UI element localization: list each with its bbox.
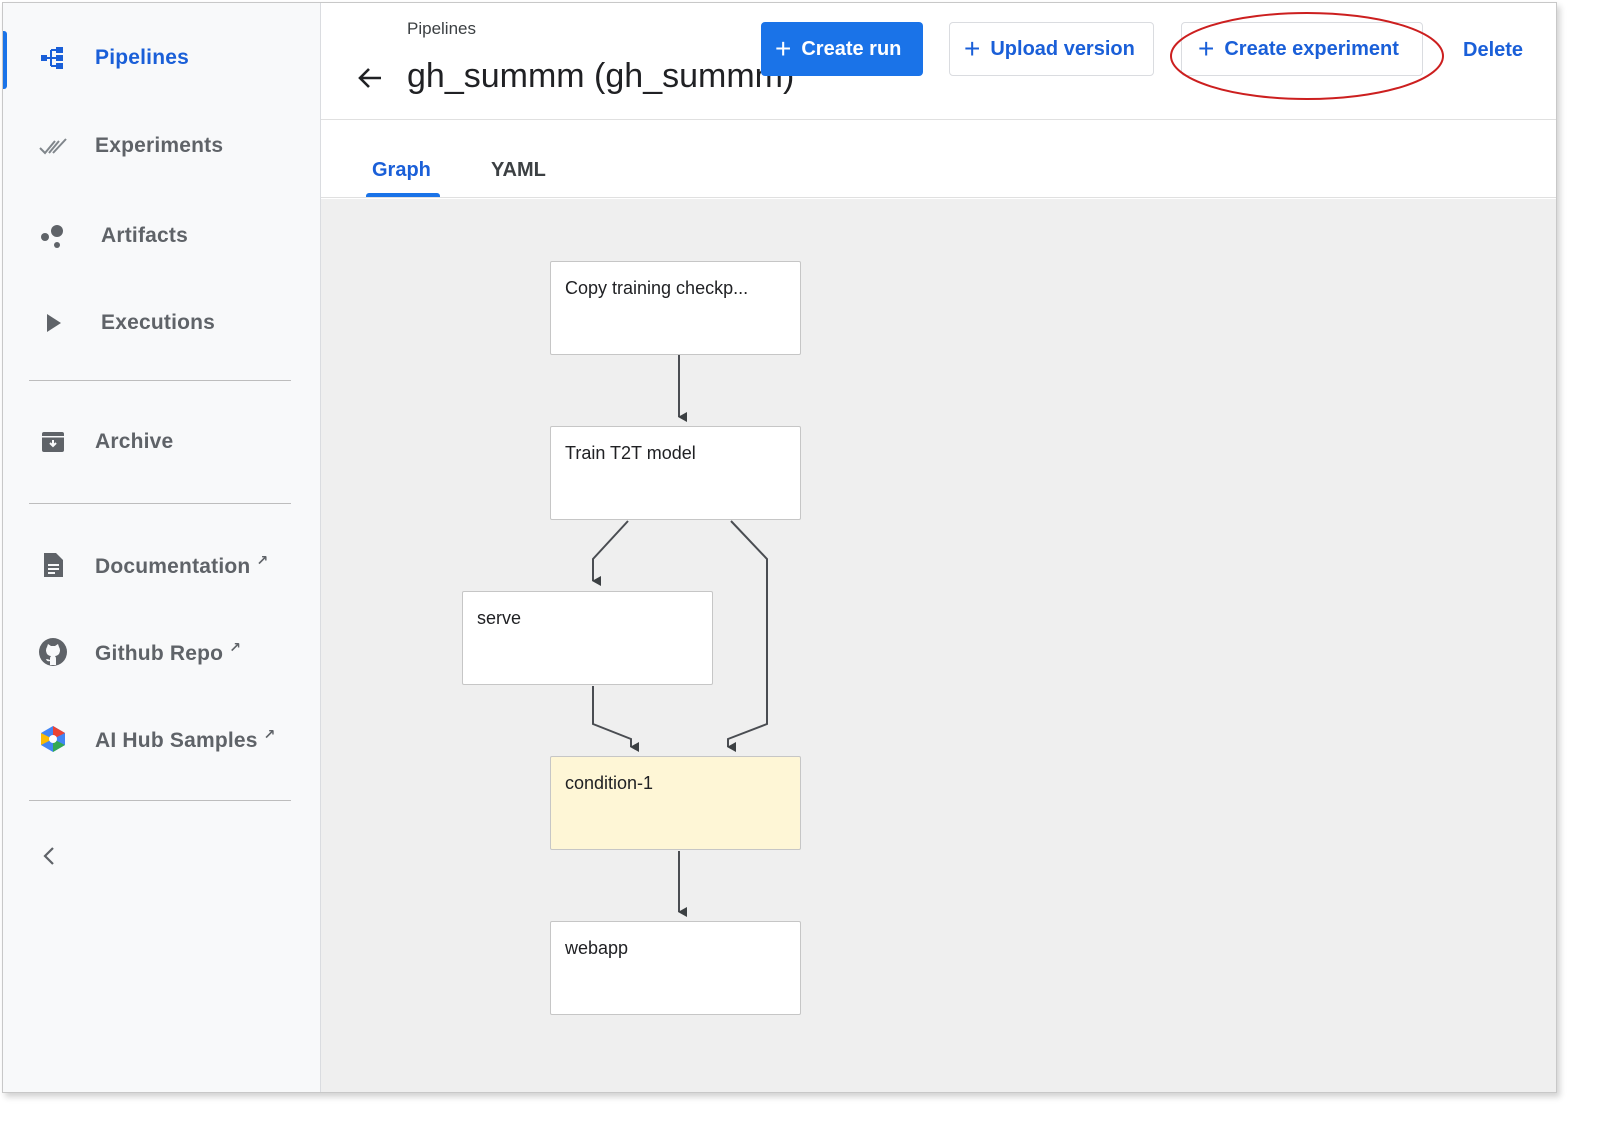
collapse-sidebar-button[interactable]: [29, 831, 89, 881]
plus-icon: +: [964, 33, 981, 64]
pipelines-icon: [37, 42, 69, 74]
sidebar-item-pipelines[interactable]: Pipelines: [3, 33, 319, 83]
sidebar-item-label: Archive: [95, 430, 174, 453]
active-tab-indicator: [366, 193, 440, 197]
sidebar-item-experiments[interactable]: Experiments: [3, 121, 319, 171]
tab-yaml[interactable]: YAML: [491, 159, 546, 181]
graph-node-condition[interactable]: condition-1: [550, 756, 801, 850]
executions-icon: [37, 307, 69, 339]
document-icon: [37, 549, 69, 581]
plus-icon: +: [775, 33, 792, 64]
external-link-icon: ↗: [263, 725, 276, 742]
graph-edges: [592, 355, 768, 917]
graph-node[interactable]: webapp: [550, 921, 801, 1015]
external-link-icon: ↗: [256, 551, 269, 568]
sidebar-divider: [29, 800, 291, 801]
sidebar-item-ai-hub-samples[interactable]: AI Hub Samples↗: [3, 714, 319, 764]
graph-node[interactable]: Copy training checkp...: [550, 261, 801, 355]
sidebar-divider: [29, 380, 291, 381]
sidebar-item-archive[interactable]: Archive: [3, 417, 319, 467]
create-experiment-label: Create experiment: [1224, 37, 1399, 60]
breadcrumb[interactable]: Pipelines: [407, 19, 476, 38]
create-run-label: Create run: [801, 37, 902, 60]
edge-train-condition: [727, 520, 768, 752]
chevron-left-icon: [33, 840, 65, 872]
sidebar-item-label: Artifacts: [101, 224, 188, 247]
upload-version-button[interactable]: + Upload version: [949, 22, 1154, 76]
app-window: Pipelines Experiments Artifacts: [2, 2, 1557, 1093]
sidebar-item-documentation[interactable]: Documentation↗: [3, 540, 319, 590]
tab-graph[interactable]: Graph: [372, 159, 431, 181]
edge-serve-condition: [592, 686, 639, 752]
sidebar-item-github-repo[interactable]: Github Repo↗: [3, 627, 319, 677]
edge-train-serve: [592, 520, 629, 586]
sidebar-item-label: Executions: [101, 311, 216, 334]
active-indicator: [3, 31, 7, 89]
sidebar-item-label: AI Hub Samples↗: [95, 725, 276, 752]
tab-bar: Graph YAML: [321, 121, 1556, 198]
create-experiment-button[interactable]: + Create experiment: [1181, 22, 1423, 76]
upload-version-label: Upload version: [990, 37, 1135, 60]
external-link-icon: ↗: [229, 638, 242, 655]
ai-hub-icon: [37, 723, 69, 755]
sidebar-item-label: Documentation↗: [95, 551, 269, 578]
create-run-button[interactable]: + Create run: [761, 22, 923, 76]
page-header: Pipelines gh_summm (gh_summm) + Create r…: [321, 3, 1556, 120]
plus-icon: +: [1198, 33, 1215, 64]
sidebar-item-label: Experiments: [95, 134, 224, 157]
page-title: gh_summm (gh_summm): [407, 57, 795, 95]
sidebar-item-artifacts[interactable]: Artifacts: [3, 211, 319, 261]
archive-icon: [37, 426, 69, 458]
graph-node[interactable]: serve: [462, 591, 713, 685]
sidebar-item-label: Pipelines: [95, 46, 190, 69]
back-arrow-icon[interactable]: [355, 63, 385, 93]
sidebar-item-label: Github Repo↗: [95, 638, 242, 665]
experiments-icon: [37, 130, 69, 162]
github-icon: [37, 636, 69, 668]
graph-canvas[interactable]: Copy training checkp... Train T2T model …: [321, 199, 1556, 1092]
sidebar: Pipelines Experiments Artifacts: [3, 3, 321, 1092]
artifacts-icon: [37, 220, 69, 252]
sidebar-item-executions[interactable]: Executions: [3, 298, 319, 348]
graph-node[interactable]: Train T2T model: [550, 426, 801, 520]
sidebar-divider: [29, 503, 291, 504]
delete-button[interactable]: Delete: [1463, 38, 1524, 61]
